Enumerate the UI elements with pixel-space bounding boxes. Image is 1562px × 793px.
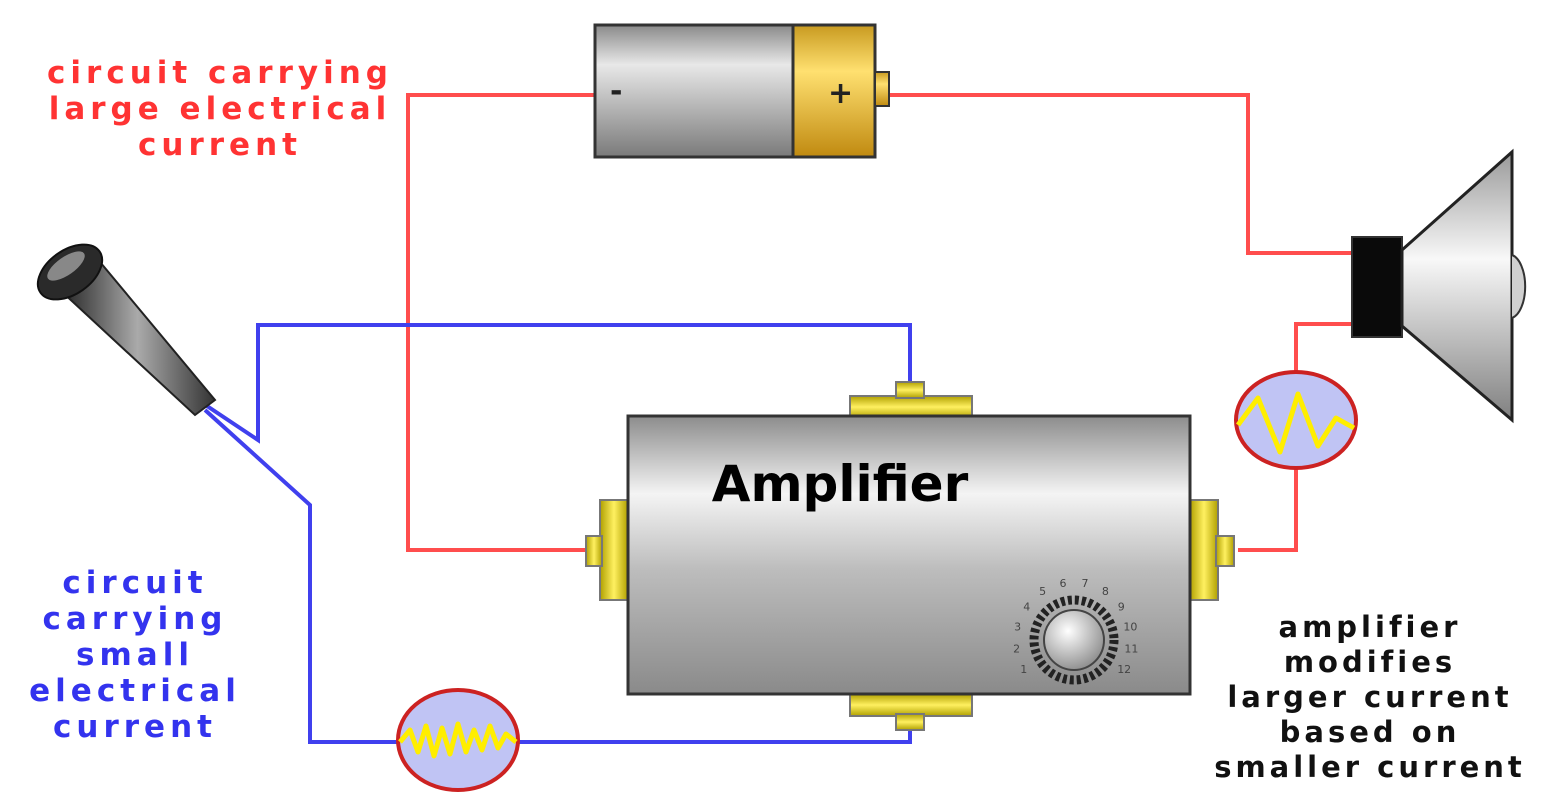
small-signal-wave xyxy=(398,721,518,759)
dial-number: 1 xyxy=(1020,663,1027,676)
microphone-grille-highlight xyxy=(47,251,85,281)
dial-number: 4 xyxy=(1023,600,1030,613)
microphone-to-amplifier-top-wire xyxy=(196,323,912,444)
amplifier-bottom-terminal-nub xyxy=(895,713,925,731)
large-current-circuit-label: circuit carrying large electrical curren… xyxy=(47,55,393,163)
dial-number: 6 xyxy=(1060,577,1067,590)
speaker-dome xyxy=(1511,254,1527,319)
dial-tick-ring xyxy=(1029,595,1119,685)
dial-knob[interactable] xyxy=(1043,609,1105,671)
large-current-circuit-wires xyxy=(406,93,1352,552)
dial-number: 5 xyxy=(1039,585,1046,598)
dial-number: 2 xyxy=(1013,642,1020,655)
speaker-cone xyxy=(1400,148,1514,424)
battery-positive-sign: + xyxy=(828,76,854,111)
speaker-to-meter-wire xyxy=(1294,322,1352,380)
amplifier-right-terminal-nub xyxy=(1215,535,1235,567)
dial-number: 3 xyxy=(1014,620,1021,633)
small-current-circuit-wires xyxy=(196,323,912,744)
large-signal-wave xyxy=(1235,391,1356,455)
speaker-magnet xyxy=(1351,236,1403,338)
large-signal-meter-face xyxy=(1234,370,1358,470)
speaker xyxy=(1351,148,1527,424)
small-signal-meter-face xyxy=(396,688,520,792)
small-current-circuit-label: circuit carrying small electrical curren… xyxy=(29,565,241,745)
dial-number: 11 xyxy=(1124,642,1138,655)
dial-number: 7 xyxy=(1082,577,1089,590)
amplifier-top-terminal-nub xyxy=(895,381,925,399)
amplifier-left-terminal-nub xyxy=(585,535,603,567)
dial-number: 12 xyxy=(1117,663,1131,676)
battery-positive-body xyxy=(791,23,877,159)
amplifier-bottom-terminal-base xyxy=(849,693,973,717)
meter-to-amplifier-wire xyxy=(1238,462,1298,552)
small-signal-meter xyxy=(396,688,520,792)
battery-positive-nub xyxy=(874,71,890,107)
battery-positive-to-speaker-wire xyxy=(888,93,1352,255)
microphone xyxy=(36,243,217,417)
dial-number: 10 xyxy=(1123,620,1137,633)
battery-negative-to-amplifier-wire xyxy=(406,93,598,552)
amplifier-explanation-label: amplifier modifies larger current based … xyxy=(1214,610,1526,784)
battery-negative-body xyxy=(593,23,795,159)
amplifier-title: Amplifier xyxy=(711,455,969,513)
microphone-to-meter-wire xyxy=(203,408,398,744)
large-signal-meter xyxy=(1234,370,1358,470)
dial-number: 8 xyxy=(1102,585,1109,598)
amplifier-right-terminal-base xyxy=(1189,499,1219,601)
dial-number: 9 xyxy=(1118,600,1125,613)
amplifier-left-terminal-base xyxy=(599,499,629,601)
battery-negative-sign: - xyxy=(610,74,623,109)
meter-to-amplifier-bottom-wire xyxy=(518,728,912,744)
battery xyxy=(593,23,890,159)
